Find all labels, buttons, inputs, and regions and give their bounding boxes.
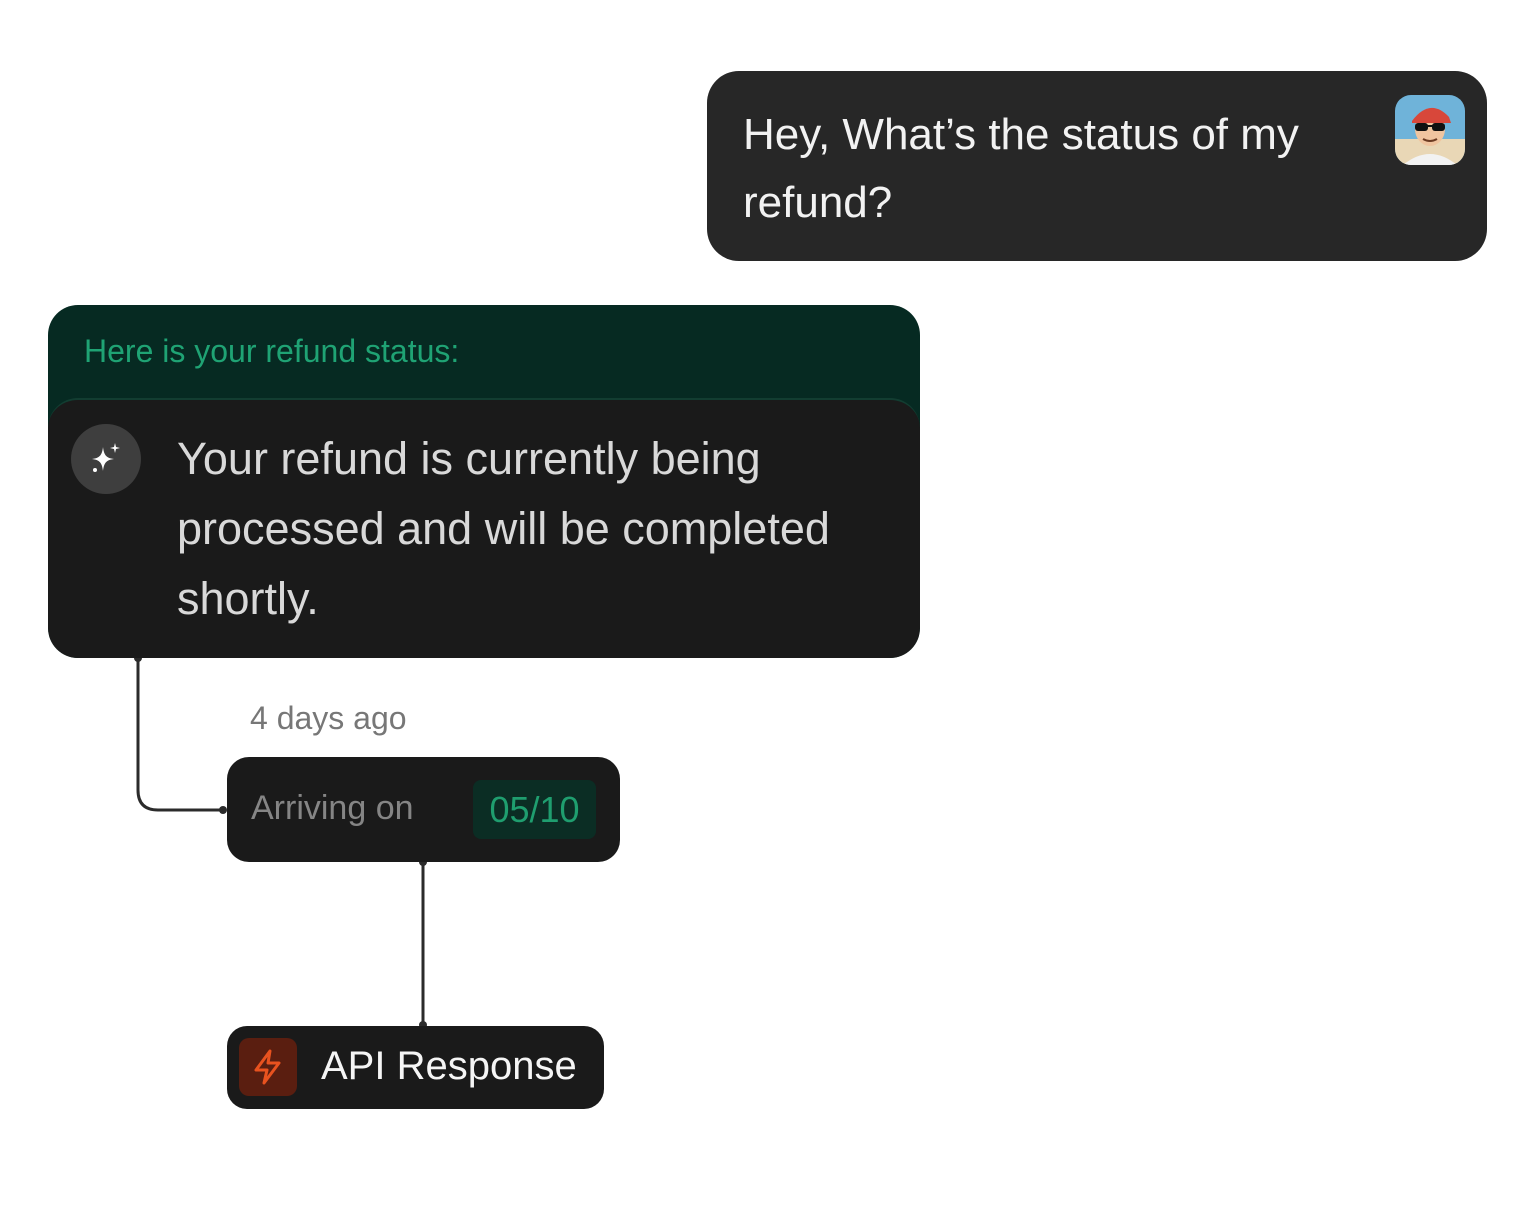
sparkle-icon <box>71 424 141 494</box>
message-timestamp: 4 days ago <box>250 700 407 736</box>
bot-message-text: Your refund is currently being processed… <box>177 433 830 624</box>
lightning-icon <box>239 1038 297 1096</box>
arrival-date-badge: 05/10 <box>473 780 596 839</box>
user-avatar[interactable] <box>1395 95 1465 165</box>
api-response-label: API Response <box>321 1044 577 1088</box>
bot-message-body: Your refund is currently being processed… <box>48 398 920 658</box>
user-message-text: Hey, What’s the status of my refund? <box>743 110 1299 227</box>
arrival-card[interactable]: Arriving on 05/10 <box>227 757 620 862</box>
bot-message-header: Here is your refund status: <box>84 333 460 369</box>
user-message-bubble: Hey, What’s the status of my refund? <box>707 71 1487 261</box>
api-response-node[interactable]: API Response <box>227 1026 604 1109</box>
arrival-label: Arriving on <box>251 789 414 827</box>
bot-message-card: Here is your refund status: Your refund … <box>48 305 920 658</box>
